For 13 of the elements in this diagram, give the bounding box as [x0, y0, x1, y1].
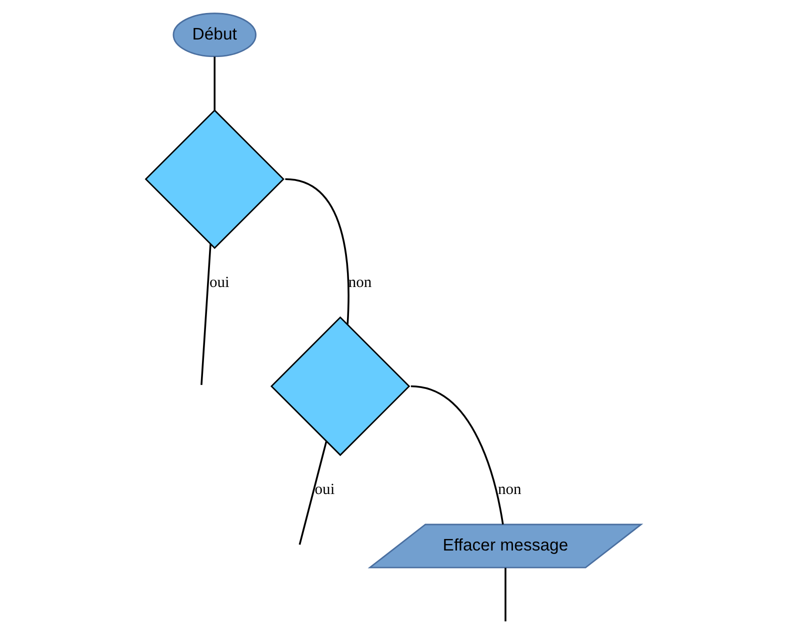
- node-ellipse: Début: [172, 12, 256, 58]
- edge-label: oui: [314, 480, 334, 498]
- edge-label: non: [348, 274, 372, 291]
- connector: [213, 56, 216, 110]
- edge-label: oui: [208, 274, 229, 291]
- node-diamond: [270, 316, 410, 456]
- connector: [410, 385, 504, 525]
- connector: [200, 244, 211, 386]
- connector: [284, 178, 349, 324]
- edge-label: non: [498, 480, 521, 498]
- connector: [504, 568, 506, 622]
- connector: [298, 441, 327, 545]
- node-diamond: [144, 109, 284, 249]
